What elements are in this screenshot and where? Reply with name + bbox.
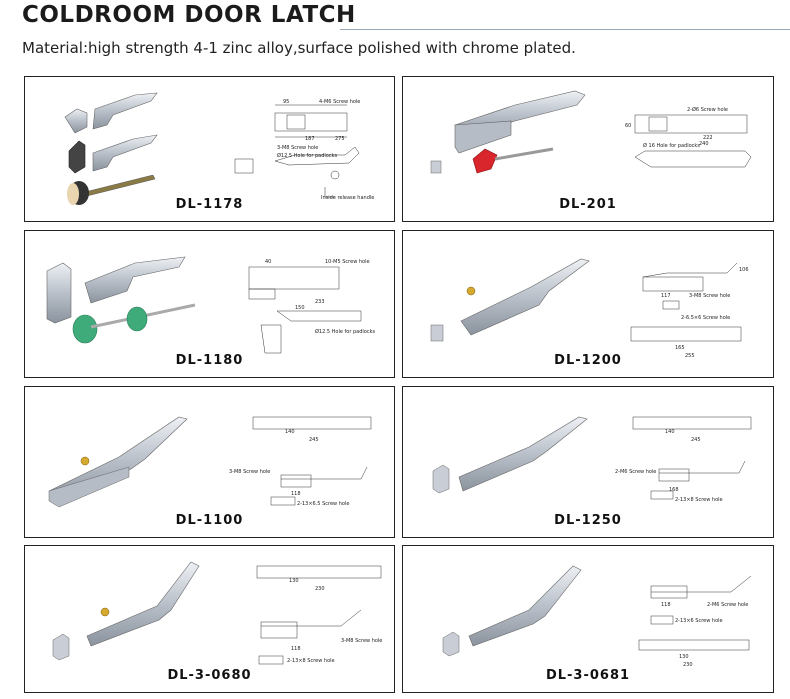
dimension-label: 95 xyxy=(283,99,289,105)
dimension-label: 168 xyxy=(669,487,679,493)
product-card-dl-1180: 10-M5 Screw hole Ø12.5 Hole for padlocks… xyxy=(24,230,395,378)
padlock-hole-note: Ø 16 Hole for padlocks xyxy=(643,142,700,149)
dimension-label: 255 xyxy=(685,353,695,359)
product-card-dl-1200: 3-M8 Screw hole 2-6.5×6 Screw hole 106 1… xyxy=(402,230,774,378)
dimension-label: 230 xyxy=(683,662,693,668)
product-illustration: 2-M6 Screw hole 2-13×8 Screw hole 140 24… xyxy=(432,416,752,503)
padlock-hole-note: Ø12.5 Hole for padlocks xyxy=(277,152,338,159)
dimension-label: 130 xyxy=(679,654,689,660)
dimension-label: 140 xyxy=(665,429,675,435)
model-label: DL-3-0680 xyxy=(167,668,252,683)
dimension-label: 245 xyxy=(309,437,319,443)
screw-hole-note: 2-13×8 Screw hole xyxy=(287,658,335,664)
product-card-dl-1100: 3-M8 Screw hole 2-13×6.5 Screw hole 140 … xyxy=(24,386,395,538)
padlock-hole-note: Ø12.5 Hole for padlocks xyxy=(315,328,376,335)
material-description: Material:high strength 4-1 zinc alloy,su… xyxy=(22,39,576,57)
release-handle-note: Inside release handle xyxy=(321,195,374,201)
dimension-label: 233 xyxy=(315,299,325,305)
model-label: DL-1200 xyxy=(554,353,622,368)
product-card-dl-201: 2-Ø6 Screw hole Ø 16 Hole for padlocks 6… xyxy=(402,76,774,222)
dimension-label: 118 xyxy=(661,602,671,608)
model-label: DL-201 xyxy=(559,197,617,212)
screw-hole-note: 4-M6 Screw hole xyxy=(319,99,360,105)
product-illustration: 10-M5 Screw hole Ø12.5 Hole for padlocks… xyxy=(46,256,376,354)
dimension-label: 240 xyxy=(699,141,709,147)
model-label: DL-1250 xyxy=(554,513,622,528)
dimension-label: 60 xyxy=(625,123,631,129)
dimension-label: 187 xyxy=(305,136,315,142)
model-label: DL-1100 xyxy=(175,513,244,528)
product-illustration: 3-M8 Screw hole 2-13×8 Screw hole 130 23… xyxy=(52,561,382,665)
screw-hole-note: 2-Ø6 Screw hole xyxy=(687,106,728,113)
dimension-label: 230 xyxy=(315,586,325,592)
screw-hole-note: 2-6.5×6 Screw hole xyxy=(681,315,730,321)
screw-hole-note: 2-13×8 Screw hole xyxy=(675,497,723,503)
screw-hole-note: 10-M5 Screw hole xyxy=(325,259,370,265)
model-label: DL-1178 xyxy=(175,197,244,212)
screw-hole-note: 3-M8 Screw hole xyxy=(341,638,382,644)
dimension-label: 245 xyxy=(691,437,701,443)
model-label: DL-3-0681 xyxy=(545,668,631,683)
product-illustration: 2-M6 Screw hole 2-13×6 Screw hole 118 13… xyxy=(442,565,752,668)
dimension-label: 275 xyxy=(335,136,345,142)
product-card-dl-3-0680: 3-M8 Screw hole 2-13×8 Screw hole 130 23… xyxy=(24,545,395,693)
screw-hole-note: 3-M8 Screw hole xyxy=(689,293,730,299)
product-card-dl-1178: 4-M6 Screw hole 3-M8 Screw hole Ø12.5 Ho… xyxy=(24,76,395,222)
dimension-label: 117 xyxy=(661,293,671,299)
product-illustration: 2-Ø6 Screw hole Ø 16 Hole for padlocks 6… xyxy=(430,90,752,174)
dimension-label: 130 xyxy=(289,578,299,584)
screw-hole-note: 3-M8 Screw hole xyxy=(277,145,318,151)
dimension-label: 140 xyxy=(285,429,295,435)
page-title: COLDROOM DOOR LATCH xyxy=(22,2,356,28)
product-card-dl-3-0681: 2-M6 Screw hole 2-13×6 Screw hole 118 13… xyxy=(402,545,774,693)
product-card-dl-1250: 2-M6 Screw hole 2-13×8 Screw hole 140 24… xyxy=(402,386,774,538)
dimension-label: 118 xyxy=(291,491,301,497)
title-divider xyxy=(340,29,790,30)
screw-hole-note: 3-M8 Screw hole xyxy=(229,469,270,475)
screw-hole-note: 2-M6 Screw hole xyxy=(707,602,748,608)
screw-hole-note: 2-M6 Screw hole xyxy=(615,469,656,475)
screw-hole-note: 2-13×6.5 Screw hole xyxy=(297,501,349,507)
dimension-label: 40 xyxy=(265,259,271,265)
dimension-label: 118 xyxy=(291,646,301,652)
dimension-label: 222 xyxy=(703,135,713,141)
product-illustration: 4-M6 Screw hole 3-M8 Screw hole Ø12.5 Ho… xyxy=(64,92,374,205)
dimension-label: 106 xyxy=(739,267,749,273)
model-label: DL-1180 xyxy=(175,353,244,368)
dimension-label: 165 xyxy=(675,345,685,351)
dimension-label: 150 xyxy=(295,305,305,311)
screw-hole-note: 2-13×6 Screw hole xyxy=(675,618,723,624)
product-illustration: 3-M8 Screw hole 2-6.5×6 Screw hole 106 1… xyxy=(430,258,749,359)
product-illustration: 3-M8 Screw hole 2-13×6.5 Screw hole 140 … xyxy=(48,416,372,508)
